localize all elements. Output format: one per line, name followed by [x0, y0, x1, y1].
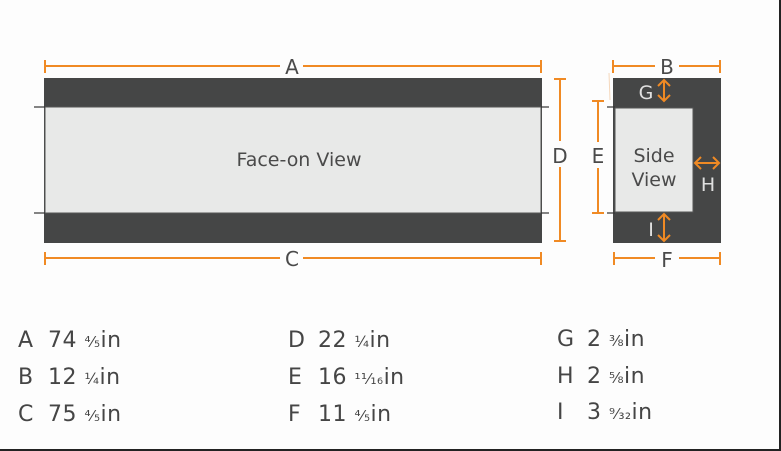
dimension-c-label: C [285, 247, 299, 271]
side-view-label-line2: View [631, 169, 676, 191]
dimension-c [44, 252, 542, 265]
dimension-i-label: I [648, 219, 654, 241]
dimension-f-label: F [661, 248, 673, 272]
dimension-b [612, 60, 721, 73]
dimension-e [592, 100, 604, 214]
frame-border-right [779, 0, 781, 451]
dimension-b-label: B [660, 55, 674, 79]
face-on-view-label: Face-on View [237, 149, 362, 171]
dimension-i-arrow [657, 212, 671, 243]
dimension-a-label: A [285, 55, 299, 79]
dimension-e-label: E [592, 144, 605, 168]
dimension-h-label: H [701, 174, 715, 196]
side-view: Side View [607, 72, 721, 243]
dimension-g-arrow [657, 78, 671, 103]
dimension-h-arrow [693, 156, 721, 170]
dimension-a [44, 60, 542, 73]
dimension-d [554, 78, 566, 242]
dimension-f [613, 252, 721, 265]
dimension-g-label: G [639, 82, 654, 104]
face-on-view: Face-on View [34, 78, 549, 243]
dimension-d-label: D [552, 144, 567, 168]
frame-border-bottom [0, 449, 781, 451]
side-view-label-line1: Side [633, 145, 674, 167]
